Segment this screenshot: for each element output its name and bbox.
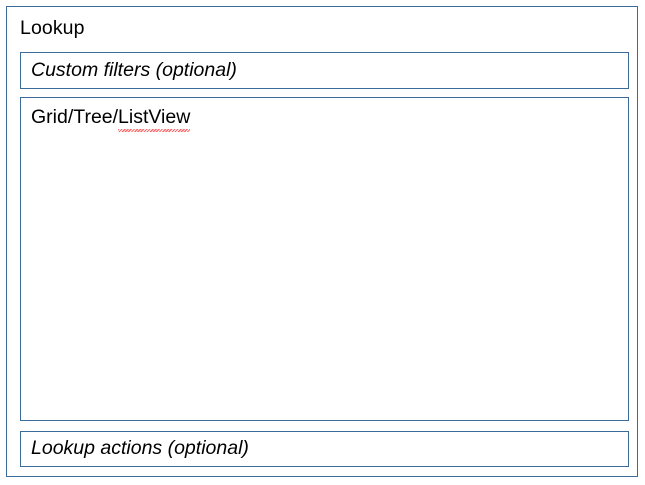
grid-tree-listview-label: Grid/Tree/ListView: [31, 105, 191, 132]
lookup-panel: Lookup Custom filters (optional) Grid/Tr…: [6, 6, 638, 477]
grid-label-misspelled-token: ListView: [118, 106, 191, 132]
lookup-actions-region[interactable]: Lookup actions (optional): [20, 431, 629, 467]
grid-label-prefix: Grid/Tree/: [31, 106, 119, 128]
page-title: Lookup: [20, 17, 85, 39]
custom-filters-region[interactable]: Custom filters (optional): [20, 52, 629, 89]
lookup-actions-label: Lookup actions (optional): [31, 437, 249, 459]
custom-filters-label: Custom filters (optional): [31, 59, 237, 81]
grid-tree-listview-region[interactable]: Grid/Tree/ListView: [20, 97, 629, 421]
